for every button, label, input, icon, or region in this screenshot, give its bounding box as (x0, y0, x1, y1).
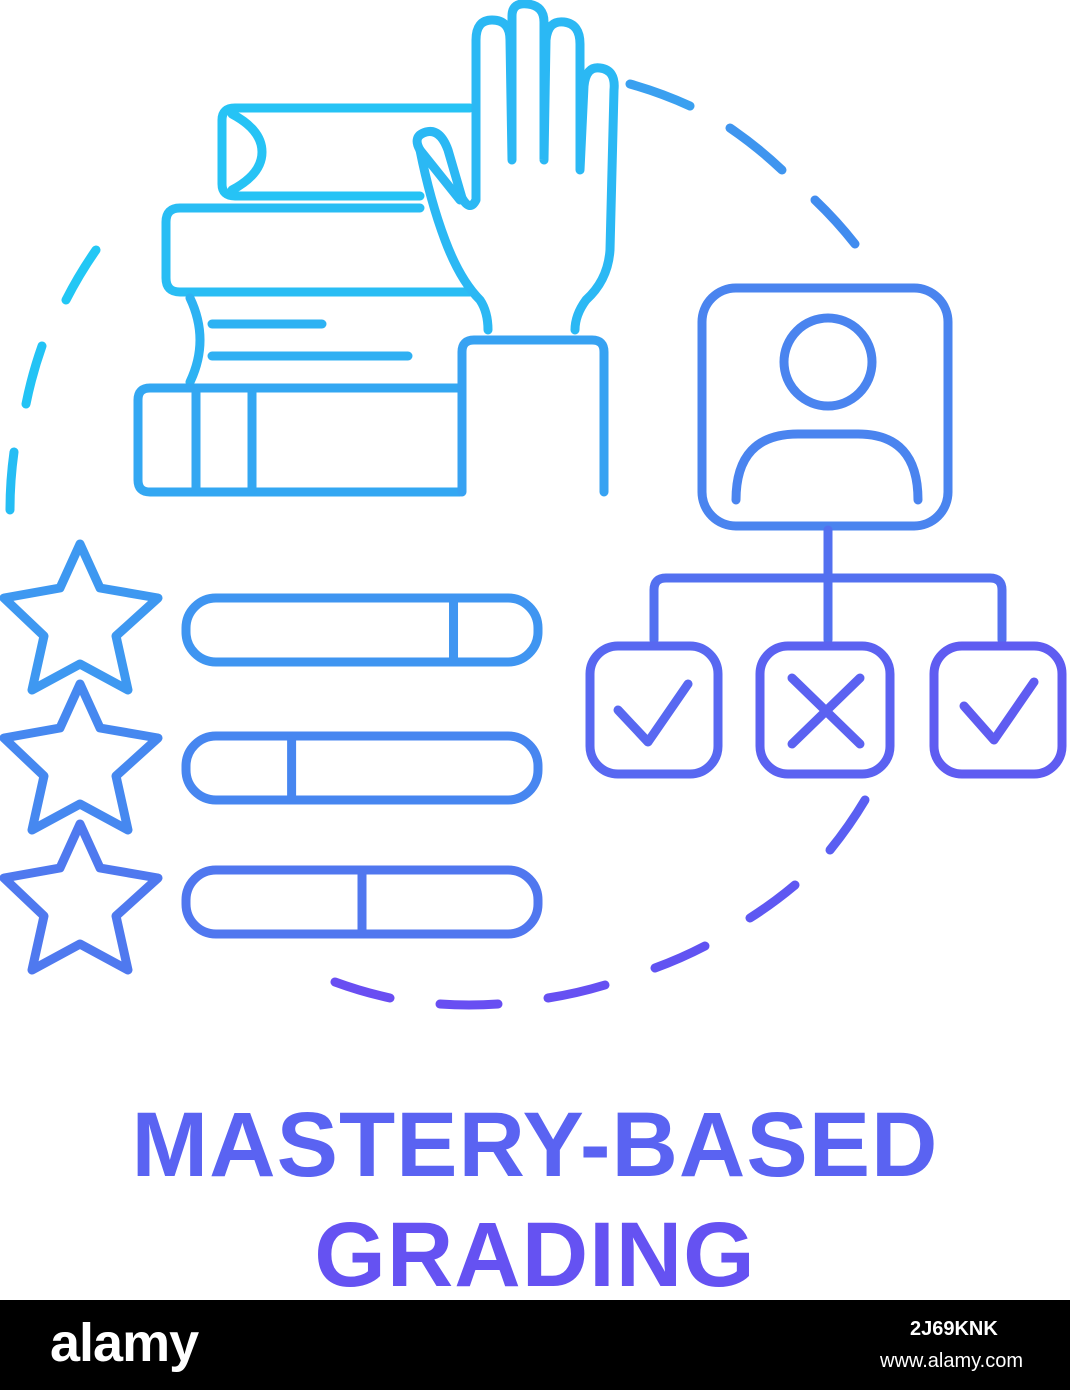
result-box-cross (755, 641, 895, 779)
checkmark-icon (959, 677, 1039, 745)
books-stack-icon (133, 103, 475, 497)
star-icon (0, 819, 163, 975)
cross-icon (787, 673, 865, 749)
title-line-1: MASTERY-BASED (131, 1094, 939, 1196)
raised-hand-icon (412, 0, 619, 497)
result-box-check-1 (585, 641, 723, 779)
progress-bar-icon (181, 593, 543, 667)
star-icon (0, 679, 163, 835)
user-profile-icon (697, 283, 953, 531)
star-icon (0, 539, 163, 695)
site-url: www.alamy.com (880, 1350, 1023, 1372)
image-id: 2J69KNK (910, 1318, 998, 1340)
watermark-footer: alamy 2J69KNK www.alamy.com (0, 1300, 1070, 1390)
progress-bar-icon (181, 731, 543, 805)
result-box-check-2 (929, 641, 1067, 779)
checkmark-icon (613, 679, 693, 747)
mastery-based-grading-illustration (0, 0, 1067, 1010)
dashed-circle (5, 79, 870, 1010)
brand-logo: alamy (50, 1313, 199, 1373)
title-line-2: GRADING (314, 1204, 756, 1306)
progress-bar-icon (181, 865, 543, 939)
decision-tree-connectors (649, 525, 1007, 645)
page-title: MASTERY-BASED GRADING (0, 1090, 1070, 1310)
